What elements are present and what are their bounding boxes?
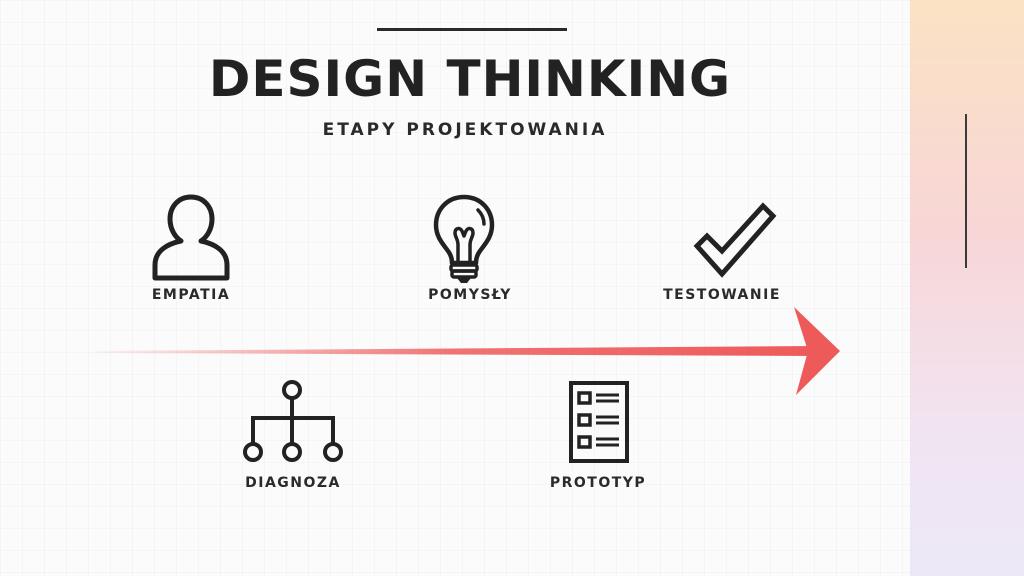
- slide-canvas: [0, 0, 910, 576]
- stage-label-empatia: EMPATIA: [151, 287, 231, 303]
- checklist-document-icon: [569, 381, 629, 463]
- title-top-rule: [377, 28, 567, 31]
- hierarchy-icon: [243, 380, 343, 462]
- person-icon: [152, 194, 230, 281]
- side-gradient-panel: [910, 0, 1024, 576]
- stage-label-prototyp: PROTOTYP: [549, 475, 647, 491]
- timeline-arrow: [95, 307, 840, 395]
- arrow-shaft: [95, 346, 817, 356]
- slide-subtitle: ETAPY PROJEKTOWANIA: [322, 120, 608, 140]
- slide-title: DESIGN THINKING: [208, 50, 732, 108]
- stage-label-pomysly: POMYSŁY: [428, 287, 512, 303]
- side-vertical-rule: [965, 114, 967, 268]
- stage-label-testowanie: TESTOWANIE: [663, 287, 781, 303]
- checkmark-icon: [693, 202, 777, 278]
- stage-label-diagnoza: DIAGNOZA: [245, 475, 341, 491]
- lightbulb-icon: [433, 194, 495, 283]
- arrow-head: [794, 307, 840, 395]
